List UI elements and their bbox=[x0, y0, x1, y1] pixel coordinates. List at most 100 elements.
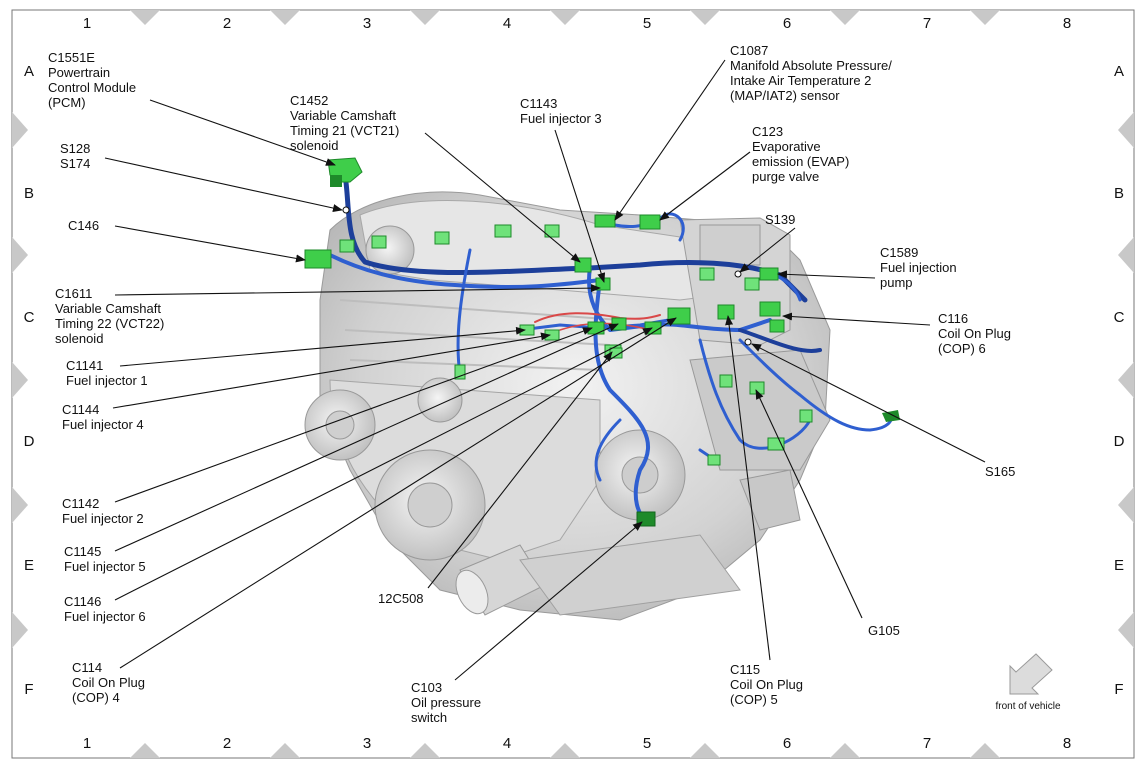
label-line: emission (EVAP) bbox=[752, 154, 849, 169]
connector-misc-4 bbox=[699, 267, 715, 281]
label-code: C103 bbox=[411, 680, 442, 695]
label-line: Fuel injector 1 bbox=[66, 373, 148, 388]
connector-c146b bbox=[339, 239, 355, 253]
connector-c1087 bbox=[594, 214, 616, 228]
label-c1141: C1141 Fuel injector 1 bbox=[66, 358, 148, 388]
col-6-bottom: 6 bbox=[783, 735, 791, 752]
row-d-left: D bbox=[24, 433, 35, 450]
row-c-left: C bbox=[24, 309, 35, 326]
col-1-bottom: 1 bbox=[83, 735, 91, 752]
connector-misc-1 bbox=[434, 231, 450, 245]
label-code: C1146 bbox=[64, 594, 101, 609]
label-c115: C115 Coil On Plug (COP) 5 bbox=[730, 662, 803, 707]
label-line: Fuel injector 4 bbox=[62, 417, 144, 432]
label-line: Timing 22 (VCT22) bbox=[55, 316, 164, 331]
label-code: S128 bbox=[60, 141, 90, 156]
row-a-right: A bbox=[1114, 63, 1124, 80]
label-code: C1142 bbox=[62, 496, 99, 511]
label-line: Variable Camshaft bbox=[55, 301, 161, 316]
col-2-bottom: 2 bbox=[223, 735, 231, 752]
connector-c146 bbox=[304, 249, 332, 269]
label-g105: G105 bbox=[868, 623, 900, 638]
label-c1589: C1589 Fuel injection pump bbox=[880, 245, 957, 290]
column-numbers-bottom: 1 2 3 4 5 6 7 8 bbox=[83, 735, 1071, 752]
col-7-bottom: 7 bbox=[923, 735, 931, 752]
label-code: G105 bbox=[868, 623, 900, 638]
row-a-left: A bbox=[24, 63, 34, 80]
label-code: C1452 bbox=[290, 93, 328, 108]
label-line: Intake Air Temperature 2 bbox=[730, 73, 871, 88]
label-line: Fuel injector 5 bbox=[64, 559, 146, 574]
label-line: Control Module bbox=[48, 80, 136, 95]
column-numbers-top: 1 2 3 4 5 6 7 8 bbox=[83, 15, 1071, 32]
row-letters-right: A B C D E F bbox=[1114, 63, 1125, 698]
label-line: Variable Camshaft bbox=[290, 108, 396, 123]
label-code: 12C508 bbox=[378, 591, 424, 606]
label-code: C115 bbox=[730, 662, 760, 677]
direction-arrow-icon bbox=[1009, 653, 1053, 695]
row-f-right: F bbox=[1114, 681, 1123, 698]
label-line: Manifold Absolute Pressure/ bbox=[730, 58, 892, 73]
label-line: purge valve bbox=[752, 169, 819, 184]
engine-illustration bbox=[304, 191, 831, 621]
label-code: S139 bbox=[765, 212, 795, 227]
row-f-left: F bbox=[24, 681, 33, 698]
label-c116: C116 Coil On Plug (COP) 6 bbox=[938, 311, 1011, 356]
label-c1551e: C1551E Powertrain Control Module (PCM) bbox=[48, 50, 136, 110]
label-c103: C103 Oil pressure switch bbox=[411, 680, 481, 725]
row-b-left: B bbox=[24, 185, 34, 202]
label-line: Fuel injector 2 bbox=[62, 511, 144, 526]
label-line: Coil On Plug bbox=[72, 675, 145, 690]
connector-c123 bbox=[639, 214, 661, 230]
connector-c115 bbox=[717, 304, 735, 320]
leader-lines bbox=[104, 59, 986, 681]
connector-misc-3 bbox=[544, 224, 560, 238]
label-code: C123 bbox=[752, 124, 783, 139]
label-line: Powertrain bbox=[48, 65, 110, 80]
label-code: C1144 bbox=[62, 402, 99, 417]
grid-row-markers bbox=[12, 112, 1134, 648]
col-5-top: 5 bbox=[643, 15, 651, 32]
row-letters-left: A B C D E F bbox=[24, 63, 35, 698]
label-line: Fuel injector 3 bbox=[520, 111, 602, 126]
col-4-top: 4 bbox=[503, 15, 511, 32]
label-code: S165 bbox=[985, 464, 1015, 479]
label-c123: C123 Evaporative emission (EVAP) purge v… bbox=[752, 124, 849, 184]
label-c146: C146 bbox=[68, 218, 99, 233]
label-line: Fuel injector 6 bbox=[64, 609, 146, 624]
label-line: S174 bbox=[60, 156, 90, 171]
connector-s165-end bbox=[882, 410, 900, 422]
col-1-top: 1 bbox=[83, 15, 91, 32]
col-8-top: 8 bbox=[1063, 15, 1071, 32]
label-code: C1087 bbox=[730, 43, 768, 58]
label-c1143: C1143 Fuel injector 3 bbox=[520, 96, 602, 126]
connector-s139 bbox=[744, 277, 760, 291]
label-code: C116 bbox=[938, 311, 968, 326]
label-line: (COP) 4 bbox=[72, 690, 120, 705]
col-3-bottom: 3 bbox=[363, 735, 371, 752]
grid-column-markers bbox=[130, 10, 1000, 758]
col-8-bottom: 8 bbox=[1063, 735, 1071, 752]
row-d-right: D bbox=[1114, 433, 1125, 450]
front-of-vehicle-label: front of vehicle bbox=[995, 701, 1060, 712]
label-line: (COP) 6 bbox=[938, 341, 986, 356]
label-code: C1141 bbox=[66, 358, 103, 373]
connector-c1551e bbox=[327, 157, 363, 187]
connector-misc-8 bbox=[707, 454, 721, 466]
col-2-top: 2 bbox=[223, 15, 231, 32]
connector-c116b bbox=[769, 319, 785, 333]
connector-misc-6 bbox=[719, 374, 733, 388]
col-6-top: 6 bbox=[783, 15, 791, 32]
label-c1145: C1145 Fuel injector 5 bbox=[64, 544, 146, 574]
label-12c508: 12C508 bbox=[378, 591, 424, 606]
label-s128: S128 S174 bbox=[60, 141, 90, 171]
connector-c1589 bbox=[759, 267, 779, 281]
label-code: C1589 bbox=[880, 245, 918, 260]
col-4-bottom: 4 bbox=[503, 735, 511, 752]
label-line: (PCM) bbox=[48, 95, 86, 110]
label-s139: S139 bbox=[765, 212, 795, 227]
label-line: Oil pressure bbox=[411, 695, 481, 710]
label-code: C1551E bbox=[48, 50, 95, 65]
label-code: C1145 bbox=[64, 544, 101, 559]
